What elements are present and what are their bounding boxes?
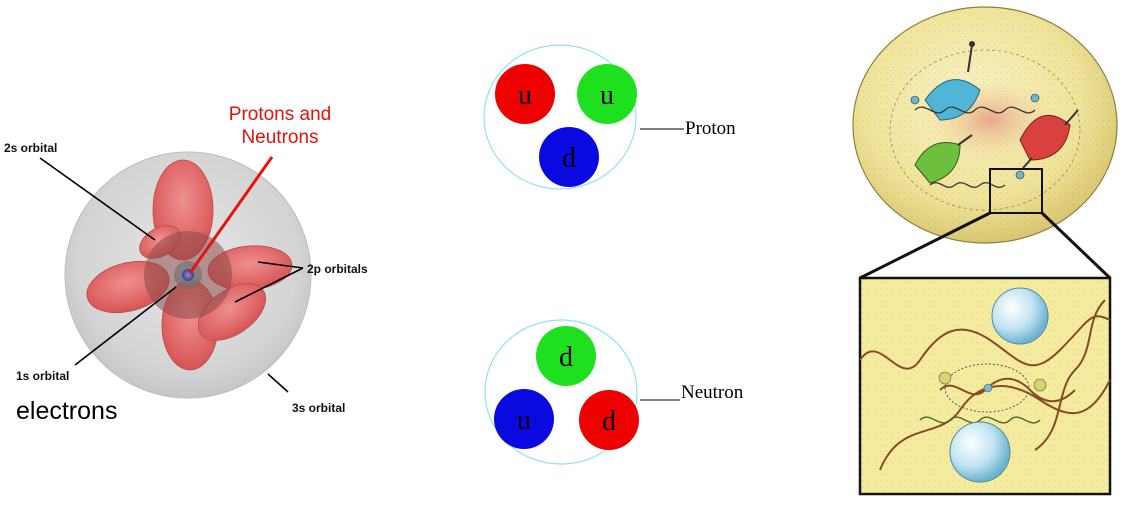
label-2p-orbitals: 2p orbitals xyxy=(307,262,368,276)
neutron-quark-d-red xyxy=(579,390,639,450)
inset-quark-sphere-upper xyxy=(991,287,1049,345)
leader-2s xyxy=(39,157,156,241)
inset-quark-sphere-lower xyxy=(949,421,1011,483)
proton-label: Proton xyxy=(685,118,736,139)
label-1s-orbital: 1s orbital xyxy=(16,369,69,383)
quark-top-blue xyxy=(924,41,981,121)
label-3s-orbital: 3s orbital xyxy=(292,401,345,415)
neutron-diagram: d u d Neutron xyxy=(484,319,744,465)
neutron-quark-0-letter: d xyxy=(559,342,573,373)
neutron-label: Neutron xyxy=(681,382,744,403)
leader-1s xyxy=(74,286,177,366)
inset-gluon-loops xyxy=(859,299,1111,471)
neutron-quark-2-letter: d xyxy=(602,406,616,437)
quark-composition-diagrams: u u d Proton d u d Neutron xyxy=(460,0,820,509)
proton-quark-0-letter: u xyxy=(518,80,532,111)
atom-orbital-diagram: 2s orbital 2p orbitals 1s orbital 3s orb… xyxy=(0,0,460,509)
nucleus-caption-line2: Neutrons xyxy=(241,127,319,148)
zoomed-inset xyxy=(858,276,1112,496)
nucleus-pointer xyxy=(188,156,274,274)
nucleon-artwork-svg xyxy=(852,6,1118,496)
nucleus-caption: Protons and Neutrons xyxy=(212,103,348,149)
nucleon-artwork xyxy=(820,0,1145,509)
nucleus-caption-line1: Protons and xyxy=(228,104,332,125)
proton-quark-2-letter: d xyxy=(562,143,576,174)
proton-quark-u-red xyxy=(495,64,555,124)
gluon-springs xyxy=(914,106,1036,188)
zoom-connector-right xyxy=(1040,211,1112,280)
nucleon-bubble xyxy=(852,6,1118,244)
zoom-connector-left xyxy=(859,211,991,280)
label-2s-orbital: 2s orbital xyxy=(4,141,57,155)
neutron-quark-1-letter: u xyxy=(517,405,531,436)
quark-svg: u u d Proton d u d Neutron xyxy=(483,44,744,465)
proton-quark-1-letter: u xyxy=(600,80,614,111)
proton-quark-u-green xyxy=(577,64,637,124)
neutron-quark-d-green xyxy=(536,326,596,386)
neutron-quark-u-blue xyxy=(494,389,554,449)
quark-top-red xyxy=(1019,109,1079,169)
leader-2p-lower xyxy=(234,267,304,303)
atom-illustration: 2s orbital 2p orbitals 1s orbital 3s orb… xyxy=(4,141,368,415)
leader-2p-upper xyxy=(257,261,304,269)
zoom-region-marker xyxy=(989,168,1043,214)
leader-3s xyxy=(267,373,289,393)
electrons-caption: electrons xyxy=(16,397,118,425)
quark-top-green xyxy=(914,134,973,184)
proton-diagram: u u d Proton xyxy=(483,44,736,190)
proton-quark-d-blue xyxy=(539,127,599,187)
